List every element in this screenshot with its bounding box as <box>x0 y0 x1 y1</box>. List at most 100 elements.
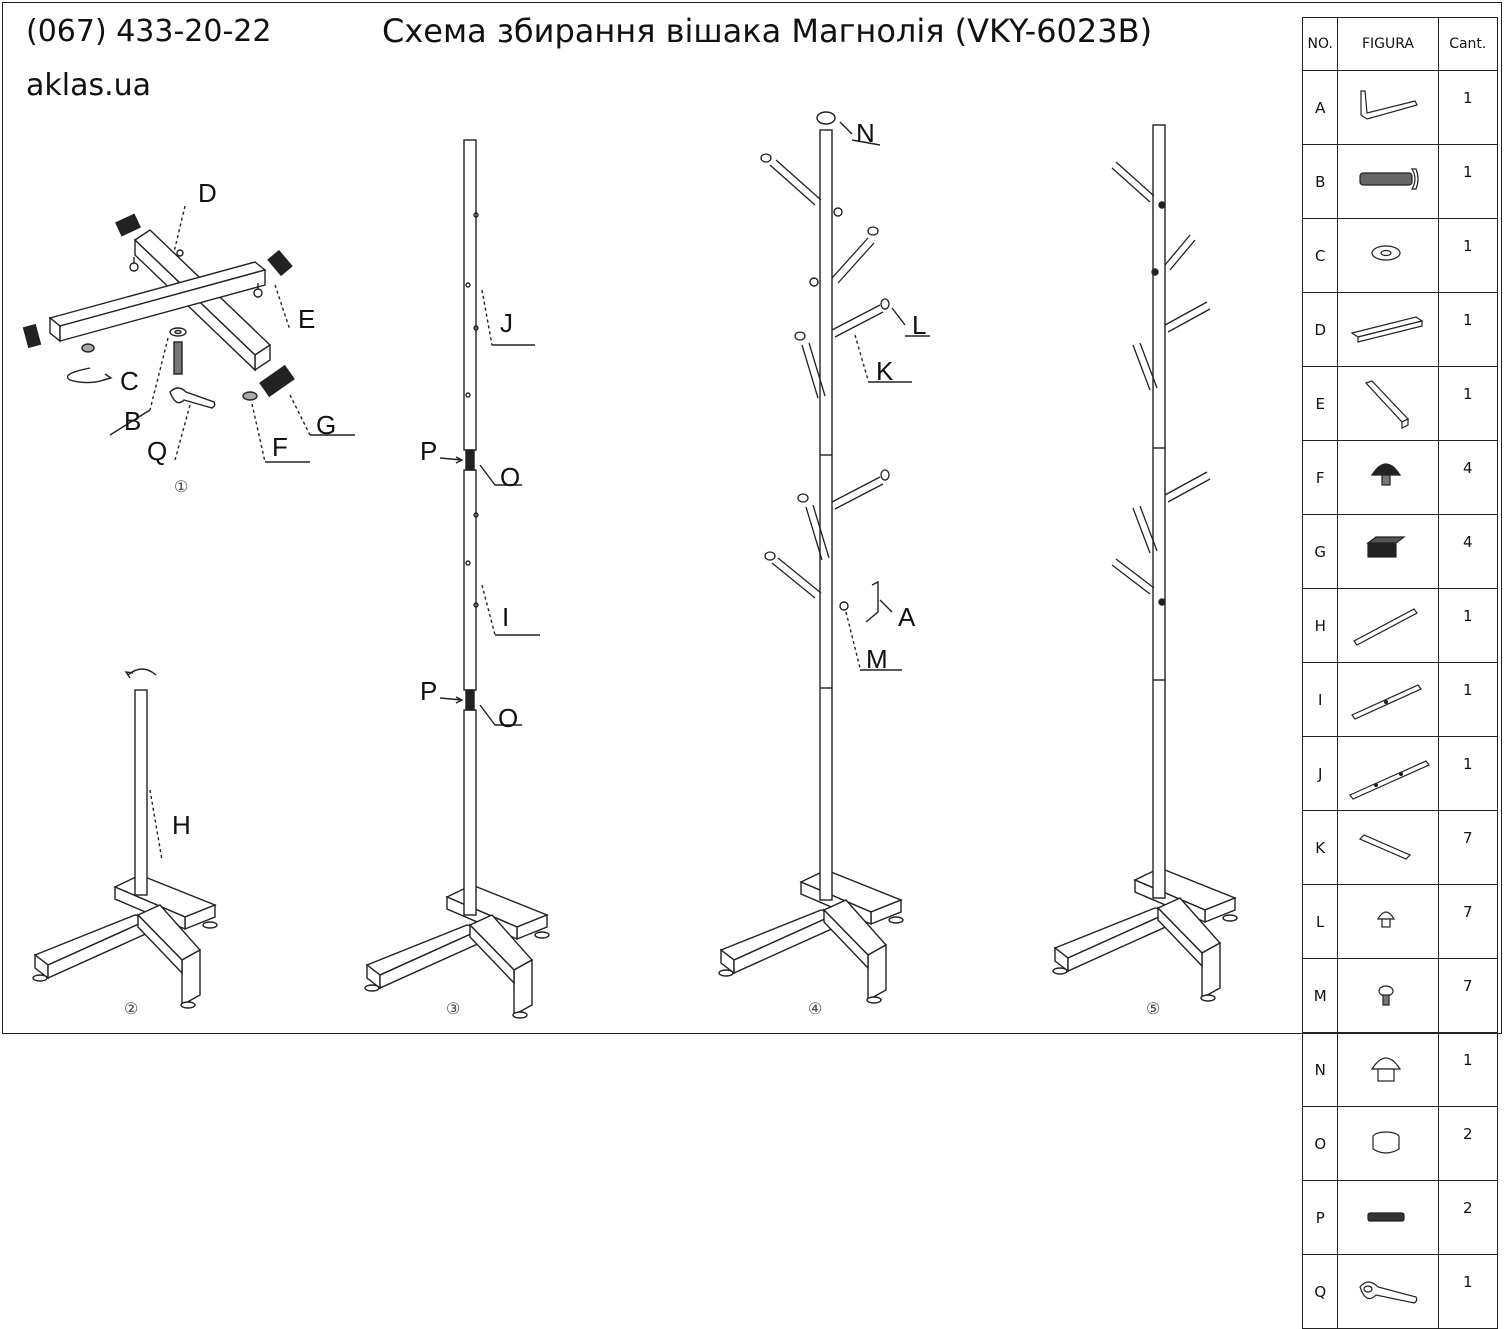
part-no: P <box>1301 1180 1339 1255</box>
header-no: NO. <box>1301 17 1339 71</box>
ring-icon <box>1372 1130 1400 1154</box>
callout-l: L <box>912 310 926 340</box>
part-no: D <box>1301 292 1339 367</box>
phone-number: (067) 433-20-22 <box>26 14 272 49</box>
part-qty: 7 <box>1437 958 1499 1033</box>
header-cant: Cant. <box>1437 17 1499 71</box>
part-figure <box>1337 1180 1439 1255</box>
assembly-diagram: D E C B Q F G ① H ② J <box>22 111 1238 1019</box>
part-no: K <box>1301 810 1339 885</box>
part-qty: 1 <box>1437 1032 1499 1107</box>
step3-pole-assembly: J P O I P O ③ <box>364 139 550 1019</box>
callout-g: G <box>316 410 336 440</box>
callout-m: M <box>866 644 888 674</box>
part-figure <box>1337 662 1439 737</box>
part-qty: 7 <box>1437 810 1499 885</box>
part-qty: 1 <box>1437 292 1499 367</box>
part-figure <box>1337 218 1439 293</box>
allen-key-icon <box>1360 89 1418 120</box>
parts-table-header: NO. FIGURA Cant. <box>1301 17 1499 71</box>
callout-f: F <box>272 432 288 462</box>
part-figure <box>1337 1106 1439 1181</box>
callout-d: D <box>198 178 217 208</box>
callout-i: I <box>502 602 509 632</box>
part-qty: 1 <box>1437 366 1499 441</box>
part-no: L <box>1301 884 1339 959</box>
part-no: O <box>1301 1106 1339 1181</box>
part-figure <box>1337 810 1439 885</box>
bolt-icon <box>1359 167 1419 190</box>
part-figure <box>1337 366 1439 441</box>
part-qty: 1 <box>1437 588 1499 663</box>
end-cap-icon <box>1366 535 1406 558</box>
part-no: N <box>1301 1032 1339 1107</box>
part-qty: 1 <box>1437 1254 1499 1329</box>
part-qty: 1 <box>1437 662 1499 737</box>
callout-o-upper: O <box>500 462 520 492</box>
callout-b: B <box>124 406 141 436</box>
part-no: H <box>1301 588 1339 663</box>
leveling-foot-icon <box>1370 462 1402 486</box>
step5-finished-stand: ⑤ <box>1052 124 1238 1018</box>
top-cap-icon <box>1370 1056 1402 1082</box>
hook-cap-icon <box>1376 910 1396 928</box>
base-bar-icon <box>1350 315 1424 343</box>
pole-bottom-icon <box>1353 607 1418 646</box>
part-no: Q <box>1301 1254 1339 1329</box>
page-title: Схема збирання вішака Магнолія (VKY-6023… <box>382 12 1153 50</box>
part-figure <box>1337 588 1439 663</box>
part-qty: 1 <box>1437 144 1499 219</box>
dowel-screw-icon <box>1367 1211 1405 1222</box>
part-no: M <box>1301 958 1339 1033</box>
hook-screw-icon <box>1378 984 1394 1006</box>
header-figura: FIGURA <box>1337 17 1439 71</box>
part-no: I <box>1301 662 1339 737</box>
hook-arm-icon <box>1358 833 1412 860</box>
part-no: J <box>1301 736 1339 811</box>
callout-h: H <box>172 810 191 840</box>
callout-p-lower: P <box>420 676 437 706</box>
callout-q: Q <box>147 436 167 466</box>
part-qty: 7 <box>1437 884 1499 959</box>
callout-n: N <box>856 118 875 148</box>
part-figure <box>1337 70 1439 145</box>
page-frame <box>2 2 1502 1034</box>
callout-e: E <box>298 304 315 334</box>
callout-o-lower: O <box>498 703 518 733</box>
step4-hooks-assembly: N L K A M ④ <box>718 111 930 1018</box>
step-number-2: ② <box>124 999 138 1018</box>
callout-p-upper: P <box>420 436 437 466</box>
callout-a: A <box>898 602 916 632</box>
callout-k: K <box>876 356 894 386</box>
part-no: C <box>1301 218 1339 293</box>
step-number-5: ⑤ <box>1146 999 1160 1018</box>
part-qty: 4 <box>1437 514 1499 589</box>
part-figure <box>1337 1254 1439 1329</box>
part-qty: 1 <box>1437 70 1499 145</box>
website: aklas.ua <box>26 68 152 103</box>
step1-exploded-base: D E C B Q F G ① <box>22 178 355 496</box>
part-qty: 2 <box>1437 1180 1499 1255</box>
part-figure <box>1337 958 1439 1033</box>
pole-top-icon <box>1349 759 1430 800</box>
part-no: E <box>1301 366 1339 441</box>
step-number-3: ③ <box>446 999 460 1018</box>
callout-j: J <box>500 308 513 338</box>
wrench-icon <box>1359 1280 1418 1304</box>
part-figure <box>1337 514 1439 589</box>
